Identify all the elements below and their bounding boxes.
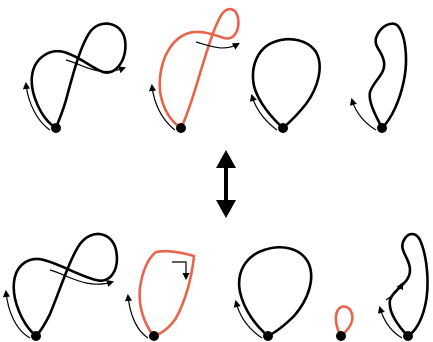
flow-arrow: [22, 81, 51, 131]
loop-curve: [368, 22, 408, 129]
top-simple-loop: [249, 38, 321, 133]
bottom-figure-eight: [2, 232, 119, 341]
loop-curve: [388, 232, 429, 338]
top-zigzag-loop: [349, 22, 408, 133]
bottom-small-loop-highlighted: [334, 305, 354, 341]
flow-arrow: [124, 293, 149, 339]
anchor-dot: [31, 331, 41, 341]
anchor-dot: [263, 331, 273, 341]
flow-arrow: [249, 93, 278, 131]
flow-arrow: [148, 83, 176, 131]
anchor-dot: [336, 331, 346, 341]
top-row: [22, 7, 408, 133]
loop-curve: [237, 246, 313, 338]
flow-arrow: [377, 305, 403, 339]
flow-arrow: [349, 97, 377, 131]
top-figure-eight: [22, 22, 127, 133]
top-figure-eight-highlighted: [148, 7, 240, 133]
anchor-dot: [149, 331, 159, 341]
bottom-zigzag-loop: [377, 232, 429, 341]
anchor-dot: [176, 123, 186, 133]
loop-curve-highlighted: [138, 249, 196, 338]
double-headed-vertical-arrow-icon: [216, 150, 236, 218]
flow-arrow: [2, 289, 31, 339]
anchor-dot: [278, 123, 288, 133]
bottom-truncated-loop-highlighted: [124, 249, 196, 341]
loop-curve: [251, 38, 321, 129]
loop-curve: [30, 22, 127, 130]
flow-arrow: [49, 269, 115, 287]
flow-arrow: [65, 59, 127, 74]
loop-curve-highlighted: [158, 7, 240, 130]
loop-curve-highlighted: [334, 305, 354, 337]
flow-arrow: [172, 261, 190, 281]
bottom-simple-loop: [233, 246, 313, 341]
bottom-row: [2, 232, 429, 341]
flow-arrow: [195, 41, 240, 50]
flow-arrow: [233, 299, 263, 339]
anchor-dot: [377, 123, 387, 133]
loop-curve: [12, 232, 119, 337]
anchor-dot: [403, 331, 413, 341]
anchor-dot: [51, 123, 61, 133]
flow-arrow: [385, 282, 403, 301]
